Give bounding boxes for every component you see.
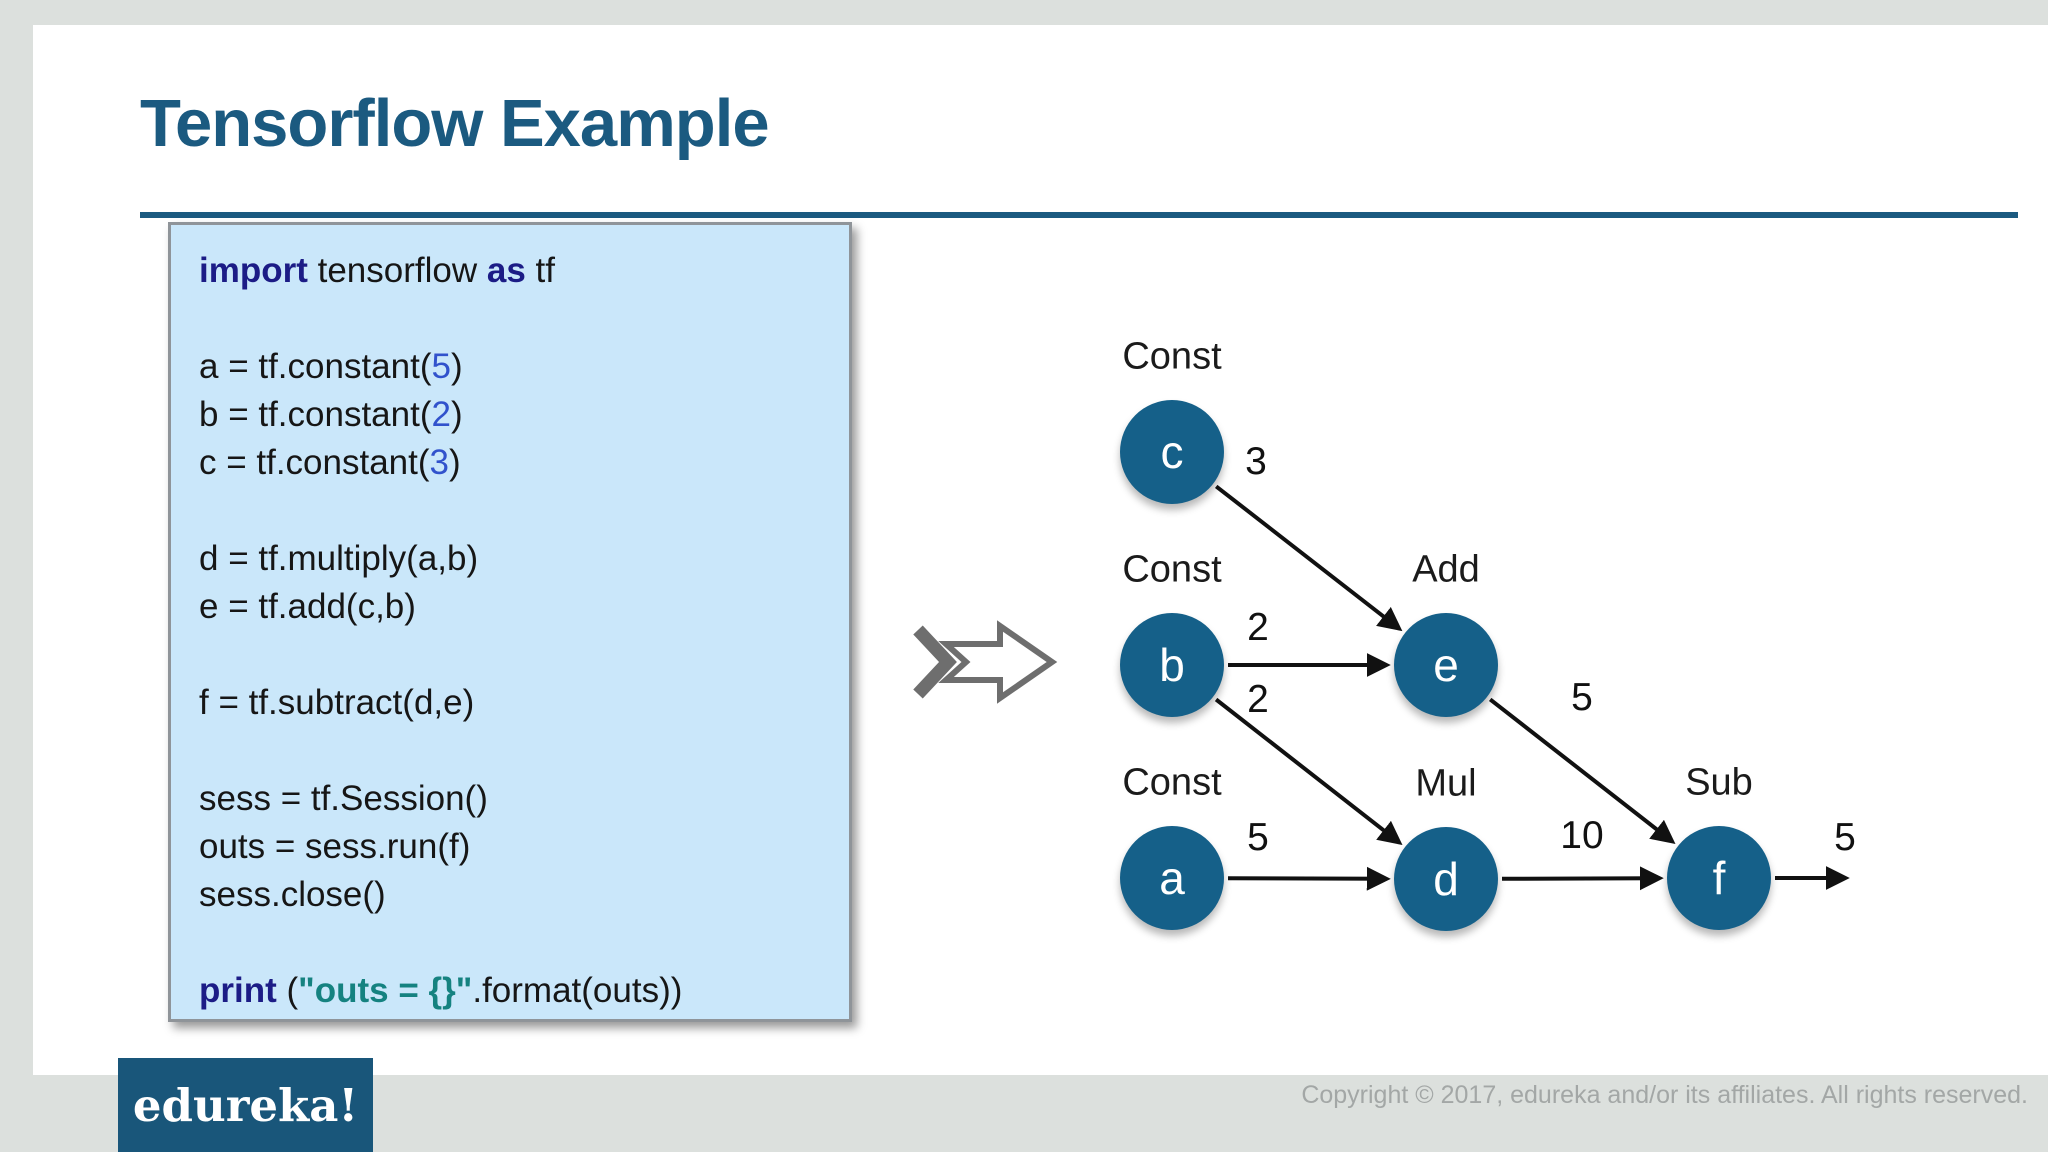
- op-label-d: Mul: [1415, 762, 1477, 805]
- node-letter: f: [1712, 852, 1726, 904]
- code-line: [199, 295, 849, 343]
- code-line: f = tf.subtract(d,e): [199, 683, 475, 722]
- node-letter: b: [1159, 639, 1185, 691]
- node-letter: d: [1433, 853, 1459, 905]
- edge-value-label: 2: [1247, 678, 1269, 721]
- copyright-text: Copyright © 2017, edureka and/or its aff…: [1301, 1081, 2028, 1109]
- node-letter: e: [1433, 639, 1459, 691]
- transform-arrow-icon: [913, 620, 1058, 704]
- op-label-b: Const: [1122, 548, 1222, 591]
- graph-node-b: b: [1120, 613, 1224, 717]
- code-line: [199, 487, 849, 535]
- graph-node-f: f: [1667, 826, 1771, 930]
- edge-value-label: 2: [1247, 606, 1269, 649]
- code-line: a = tf.constant(5): [199, 347, 463, 386]
- edge-value-label: 5: [1247, 816, 1269, 859]
- edureka-logo: edureka!: [118, 1058, 373, 1152]
- code-line: b = tf.constant(2): [199, 395, 463, 434]
- code-line: c = tf.constant(3): [199, 443, 461, 482]
- page-title: Tensorflow Example: [140, 86, 770, 161]
- code-line: e = tf.add(c,b): [199, 587, 416, 626]
- edureka-logo-text: edureka!: [132, 1078, 359, 1132]
- code-line: import tensorflow as tf: [199, 251, 555, 290]
- title-underline: [140, 212, 2018, 218]
- node-letter: c: [1160, 426, 1184, 478]
- edge-value-label: 10: [1560, 814, 1604, 857]
- graph-node-a: a: [1120, 826, 1224, 930]
- op-label-a: Const: [1122, 761, 1222, 804]
- code-line: [199, 631, 849, 679]
- op-label-c: Const: [1122, 335, 1222, 378]
- code-snippet-box: import tensorflow as tf a = tf.constant(…: [168, 222, 852, 1022]
- node-letter: a: [1159, 852, 1185, 904]
- graph-node-e: e: [1394, 613, 1498, 717]
- graph-node-c: c: [1120, 400, 1224, 504]
- code-line: outs = sess.run(f): [199, 827, 471, 866]
- code-line: [199, 727, 849, 775]
- code-line: [199, 919, 849, 967]
- code-line: sess = tf.Session(): [199, 779, 488, 818]
- graph-node-d: d: [1394, 827, 1498, 931]
- code-line: print ("outs = {}".format(outs)): [199, 971, 683, 1010]
- op-label-f: Sub: [1685, 761, 1753, 804]
- code-line: sess.close(): [199, 875, 386, 914]
- op-label-e: Add: [1412, 548, 1480, 591]
- edge-value-label: 5: [1834, 816, 1856, 859]
- edge-value-label: 5: [1571, 676, 1593, 719]
- code-line: d = tf.multiply(a,b): [199, 539, 479, 578]
- edge-value-label: 3: [1245, 440, 1267, 483]
